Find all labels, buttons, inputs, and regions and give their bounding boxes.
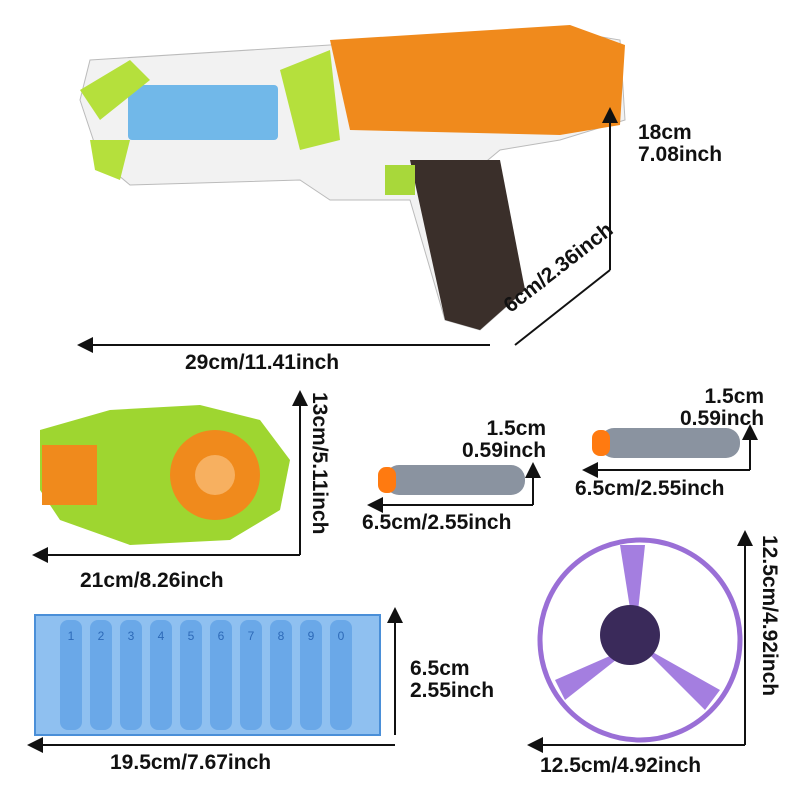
magazine-slot — [150, 620, 172, 730]
magazine-slot-number: 1 — [68, 629, 75, 643]
blaster-height-cm: 18cm — [638, 121, 692, 144]
disc-width-label: 12.5cm/4.92inch — [540, 754, 702, 777]
magazine-slot — [270, 620, 292, 730]
dart-right-dia-cm: 1.5cm — [704, 385, 765, 408]
magazine-height-cm: 6.5cm — [410, 657, 470, 680]
disc-height-label: 12.5cm/4.92inch — [758, 535, 781, 697]
magazine-slot — [60, 620, 82, 730]
magazine-slot-number: 8 — [278, 629, 285, 643]
magazine-slot-number: 9 — [308, 629, 315, 643]
launcher-length-label: 21cm/8.26inch — [80, 569, 224, 592]
magazine-slot — [330, 620, 352, 730]
magazine-slot — [210, 620, 232, 730]
launcher-height-label: 13cm/5.11inch — [308, 392, 331, 535]
blaster-length-label: 29cm/11.41inch — [185, 351, 340, 374]
dart-left-length-label: 6.5cm/2.55inch — [362, 511, 512, 534]
magazine-length-label: 19.5cm/7.67inch — [110, 751, 272, 774]
dart-left-dia-in: 0.59inch — [462, 439, 547, 463]
magazine-slot — [180, 620, 202, 730]
dart-right-dia-in: 0.59inch — [680, 407, 765, 431]
flying-disc-image — [537, 537, 743, 743]
magazine-slot — [300, 620, 322, 730]
blaster-height-in: 7.08inch — [638, 143, 723, 167]
magazine-slot-number: 0 — [338, 629, 345, 643]
dart-right-image — [592, 428, 740, 458]
magazine-slot — [240, 620, 262, 730]
magazine-slot — [90, 620, 112, 730]
dart-left-image — [378, 465, 525, 495]
magazine-slot-number: 4 — [158, 629, 165, 643]
launcher-base-image — [40, 405, 290, 545]
magazine-slot-number: 3 — [128, 629, 135, 643]
magazine-slot-number: 7 — [248, 629, 255, 643]
magazine-slot-number: 6 — [218, 629, 225, 643]
magazine-image: 1 2 3 4 5 6 7 8 9 0 — [34, 614, 381, 736]
dart-right-length-label: 6.5cm/2.55inch — [575, 477, 725, 500]
magazine-slot-number: 2 — [98, 629, 105, 643]
magazine-slot — [120, 620, 142, 730]
magazine-height-in: 2.55inch — [410, 679, 495, 703]
blaster-image — [79, 25, 626, 331]
dart-left-dia-cm: 1.5cm — [486, 417, 547, 440]
magazine-slot-number: 5 — [188, 629, 195, 643]
